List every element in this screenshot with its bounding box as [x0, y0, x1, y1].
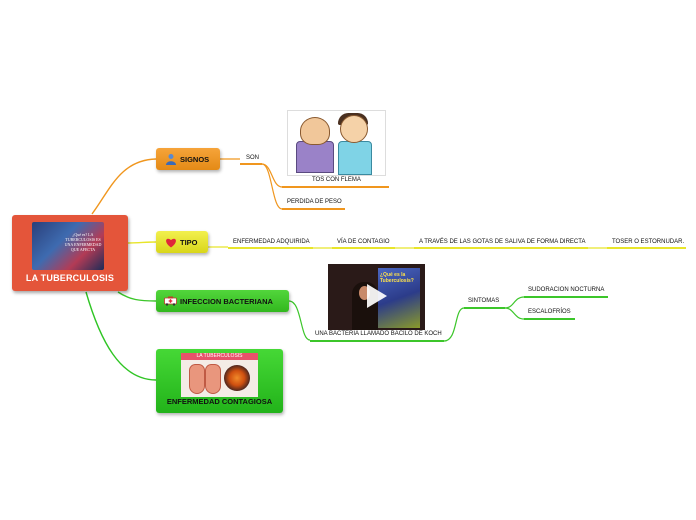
- root-image-text: ¿Qué es? LA TUBERCULOSIS ES UNA ENFERMED…: [64, 232, 102, 252]
- subtopic-gotas-de-saliva[interactable]: A TRAVÉS DE LAS GOTAS DE SALIVA DE FORMA…: [419, 239, 586, 245]
- heart-icon: [164, 236, 177, 249]
- connector-son-perdida: [261, 163, 283, 210]
- topic-infeccion-bacteriana[interactable]: INFECCION BACTERIANA: [156, 290, 289, 312]
- topic-signos-label: SIGNOS: [180, 154, 210, 164]
- connector-son-tos: [261, 163, 283, 188]
- subtopic-son[interactable]: SON: [246, 155, 260, 161]
- subtopic-escalofrios[interactable]: ESCALOFRÍOS: [528, 309, 571, 315]
- topic-tipo-label: TIPO: [180, 237, 198, 247]
- subtopic-sudoracion-nocturna[interactable]: SUDORACION NOCTURNA: [528, 287, 605, 293]
- root-image: ¿Qué es? LA TUBERCULOSIS ES UNA ENFERMED…: [32, 222, 104, 270]
- person-icon: [164, 153, 177, 166]
- connector-root-tipo: [127, 241, 157, 244]
- connector-bacteria-sintomas: [443, 307, 465, 342]
- lungs-image-header: LA TUBERCULOSIS: [181, 353, 258, 360]
- connector-root-contagiosa: [85, 291, 157, 381]
- subtopic-bacilo-de-koch[interactable]: UNA BACTERIA LLAMADO BACILO DE KOCH: [315, 331, 442, 337]
- subtopic-sintomas[interactable]: SINTOMAS: [468, 298, 500, 304]
- lungs-image: LA TUBERCULOSIS: [181, 353, 258, 397]
- central-topic[interactable]: ¿Qué es? LA TUBERCULOSIS ES UNA ENFERMED…: [12, 215, 128, 291]
- subtopic-enfermedad-adquirida[interactable]: ENFERMEDAD ADQUIRIDA: [233, 239, 310, 245]
- topic-infeccion-label: INFECCION BACTERIANA: [180, 296, 273, 306]
- connector-root-signos: [91, 158, 157, 215]
- ambulance-icon: [164, 295, 177, 308]
- central-topic-label: LA TUBERCULOSIS: [25, 273, 115, 283]
- subtopic-via-de-contagio[interactable]: VÍA DE CONTAGIO: [337, 239, 390, 245]
- connector-root-infeccion: [117, 291, 157, 302]
- coughing-illustration: [287, 110, 386, 176]
- connector-infeccion-bacteria: [288, 300, 311, 341]
- topic-enfermedad-contagiosa[interactable]: LA TUBERCULOSIS ENFERMEDAD CONTAGIOSA: [156, 349, 283, 413]
- connector-sintomas-escalofrios: [504, 307, 525, 320]
- video-poster-title: ¿Qué es la Tuberculosis?: [380, 272, 414, 284]
- topic-contagiosa-label: ENFERMEDAD CONTAGIOSA: [166, 397, 273, 406]
- connector-sintomas-sudoracion: [504, 296, 525, 309]
- subtopic-toser-estornudar[interactable]: TOSER O ESTORNUDAR.: [612, 239, 685, 245]
- play-icon[interactable]: [367, 284, 387, 308]
- subtopic-tos-con-flema[interactable]: TOS CON FLEMA: [312, 177, 361, 183]
- topic-tipo[interactable]: TIPO: [156, 231, 208, 253]
- topic-signos[interactable]: SIGNOS: [156, 148, 220, 170]
- subtopic-perdida-de-peso[interactable]: PERDIDA DE PESO: [287, 199, 342, 205]
- video-thumbnail[interactable]: ¿Qué es la Tuberculosis?: [328, 264, 425, 330]
